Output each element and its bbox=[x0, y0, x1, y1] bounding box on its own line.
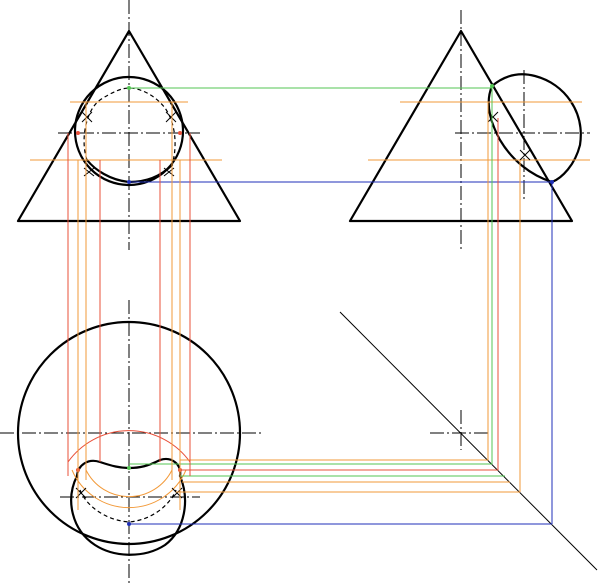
side-green-point bbox=[490, 84, 494, 88]
front-hidden-intersection-curve bbox=[83, 87, 176, 166]
front-red-point-left bbox=[76, 131, 80, 135]
front-view bbox=[16, 0, 242, 250]
projection-lines bbox=[67, 87, 553, 525]
front-cone-outline bbox=[16, 29, 242, 223]
side-cone-outline bbox=[348, 29, 574, 223]
top-sphere-outline bbox=[70, 474, 187, 556]
cross-mark-icon bbox=[487, 111, 531, 161]
top-orange-arc-2 bbox=[85, 469, 173, 498]
front-sphere-outline bbox=[73, 75, 185, 187]
top-red-arc bbox=[67, 430, 191, 463]
side-intersection-curve bbox=[487, 84, 554, 184]
top-hidden-intersection-curve bbox=[79, 489, 177, 523]
top-cone-base-circle bbox=[16, 320, 242, 546]
miter-line bbox=[339, 311, 598, 571]
side-view bbox=[348, 10, 590, 250]
top-view bbox=[0, 300, 262, 585]
top-green-point bbox=[127, 466, 131, 470]
side-sphere-outline bbox=[490, 73, 582, 184]
top-orange-arc-1 bbox=[71, 469, 187, 509]
miter-construction bbox=[339, 311, 598, 571]
front-red-point-right bbox=[178, 131, 182, 135]
